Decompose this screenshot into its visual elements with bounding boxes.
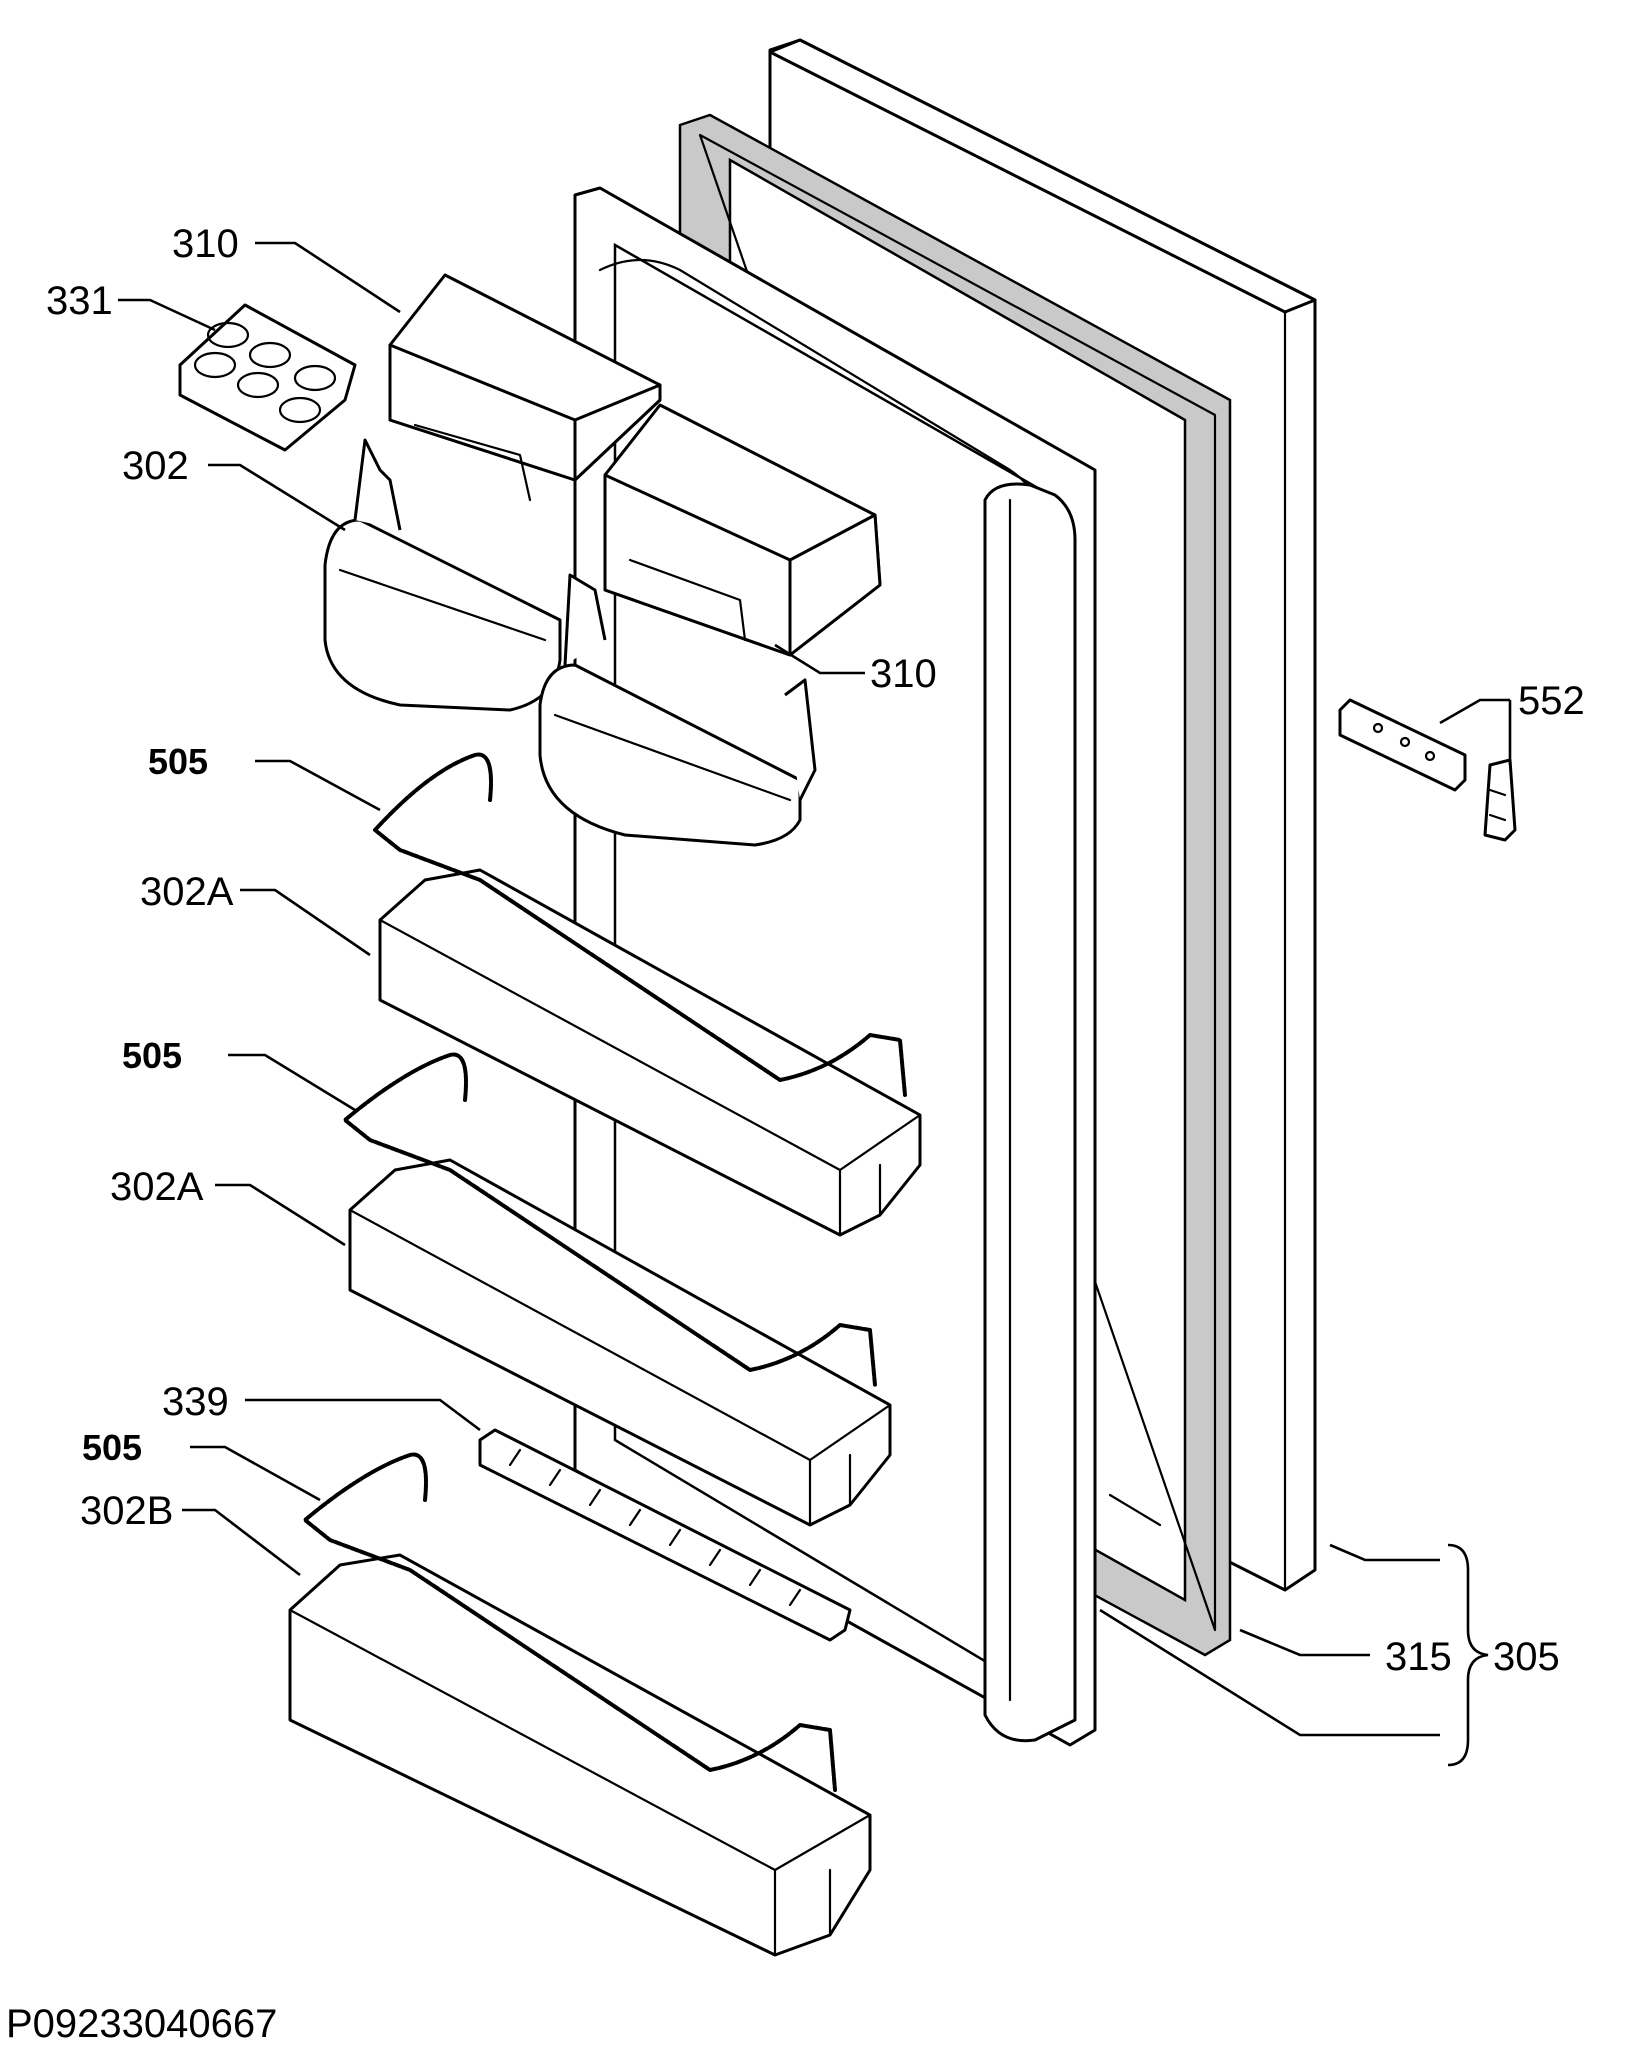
label-505-middle: 505	[122, 1035, 182, 1076]
label-552: 552	[1518, 679, 1585, 723]
bottle-shelf-302A-upper	[378, 868, 922, 1237]
label-302: 302	[122, 444, 189, 488]
label-310-lower: 310	[870, 652, 937, 696]
label-331: 331	[46, 279, 113, 323]
bottle-shelf-302A-lower	[348, 1158, 892, 1527]
wire-retainer-505-upper	[373, 752, 907, 1097]
wire-retainer-505-middle	[343, 1052, 877, 1387]
label-310-top: 310	[172, 222, 239, 266]
label-302A-upper: 302A	[140, 870, 234, 914]
label-505-lower: 505	[82, 1427, 142, 1468]
hinge-cover-552	[1338, 698, 1517, 842]
door-frame-strip	[983, 482, 1077, 1743]
wire-retainer-505-lower	[303, 1452, 837, 1792]
compartment-lid-310-left	[388, 273, 662, 502]
egg-tray-331	[178, 303, 357, 452]
small-shelf-302-left	[323, 438, 562, 712]
small-shelf-302-right	[538, 573, 817, 847]
label-339: 339	[162, 1380, 229, 1424]
label-505-upper: 505	[148, 741, 208, 782]
label-305: 305	[1493, 1635, 1560, 1679]
label-302A-lower: 302A	[110, 1165, 204, 1209]
compartment-lid-310-right	[603, 403, 882, 657]
vent-strip-339	[478, 1428, 852, 1642]
brace-305	[1447, 1543, 1489, 1767]
diagram-code: P09233040667	[6, 2002, 277, 2046]
label-302B: 302B	[80, 1489, 173, 1533]
leader-lines	[118, 241, 1512, 1737]
part-labels: 310 331 302 310 552 505 302A 505 302A 33…	[46, 222, 1585, 1679]
bottle-shelf-302B	[288, 1553, 872, 1957]
label-315: 315	[1385, 1635, 1452, 1679]
